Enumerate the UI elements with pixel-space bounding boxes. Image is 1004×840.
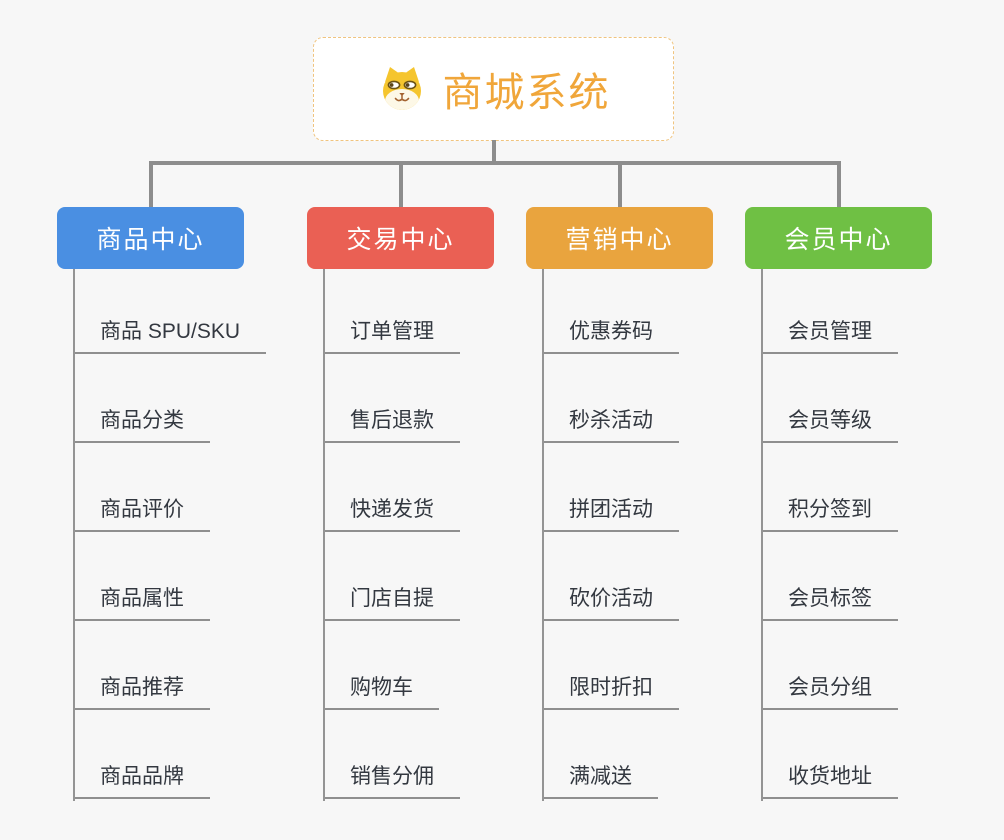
leaf-item: 售后退款 bbox=[323, 354, 460, 443]
leaf-item: 会员分组 bbox=[761, 621, 898, 710]
leaf-item: 商品推荐 bbox=[73, 621, 266, 710]
leaf-item-label-product-center-0[interactable]: 商品 SPU/SKU bbox=[73, 315, 267, 354]
leaf-item-label-marketing-center-0[interactable]: 优惠券码 bbox=[542, 315, 679, 354]
leaf-item: 销售分佣 bbox=[323, 710, 460, 799]
leaf-item-label-member-center-3[interactable]: 会员标签 bbox=[761, 582, 898, 621]
leaf-item-label-trade-center-3[interactable]: 门店自提 bbox=[323, 582, 460, 621]
leaf-item: 购物车 bbox=[323, 621, 460, 710]
connector-branch-drop-product-center bbox=[149, 163, 153, 208]
leaf-item: 拼团活动 bbox=[542, 443, 679, 532]
leaf-item-label-marketing-center-2[interactable]: 拼团活动 bbox=[542, 493, 679, 532]
connector-root-drop bbox=[492, 140, 496, 165]
connector-horizontal-bar bbox=[149, 161, 841, 165]
leaf-item: 商品 SPU/SKU bbox=[73, 265, 267, 354]
shiba-dog-icon bbox=[377, 64, 427, 114]
leaf-item-label-product-center-5[interactable]: 商品品牌 bbox=[73, 760, 210, 799]
leaf-item-label-trade-center-1[interactable]: 售后退款 bbox=[323, 404, 460, 443]
leaf-item-label-member-center-2[interactable]: 积分签到 bbox=[761, 493, 898, 532]
branch-header-trade-center[interactable]: 交易中心 bbox=[307, 207, 494, 269]
root-node[interactable]: 商城系统 bbox=[313, 37, 674, 141]
connector-branch-drop-trade-center bbox=[399, 163, 403, 208]
leaf-item: 满减送 bbox=[542, 710, 679, 799]
leaf-item-label-product-center-2[interactable]: 商品评价 bbox=[73, 493, 210, 532]
leaf-item-label-product-center-3[interactable]: 商品属性 bbox=[73, 582, 210, 621]
root-title: 商城系统 bbox=[442, 71, 611, 115]
connector-column-line-member-center bbox=[761, 269, 763, 801]
leaf-item: 积分签到 bbox=[761, 443, 898, 532]
leaf-item: 商品评价 bbox=[73, 443, 266, 532]
leaf-item: 收货地址 bbox=[761, 710, 898, 799]
leaf-item-label-marketing-center-5[interactable]: 满减送 bbox=[542, 760, 658, 799]
connector-branch-drop-marketing-center bbox=[618, 163, 622, 208]
branch-column-marketing-center: 优惠券码秒杀活动拼团活动砍价活动限时折扣满减送 bbox=[542, 265, 679, 801]
leaf-item: 优惠券码 bbox=[542, 265, 679, 354]
leaf-item-label-trade-center-0[interactable]: 订单管理 bbox=[323, 315, 460, 354]
leaf-item-label-member-center-4[interactable]: 会员分组 bbox=[761, 671, 898, 710]
leaf-item: 商品属性 bbox=[73, 532, 266, 621]
leaf-item-label-trade-center-5[interactable]: 销售分佣 bbox=[323, 760, 460, 799]
leaf-item-label-member-center-0[interactable]: 会员管理 bbox=[761, 315, 898, 354]
branch-column-product-center: 商品 SPU/SKU 商品分类商品评价商品属性商品推荐商品品牌 bbox=[73, 265, 267, 801]
branch-header-product-center[interactable]: 商品中心 bbox=[57, 207, 244, 269]
leaf-item: 会员管理 bbox=[761, 265, 898, 354]
connector-column-line-trade-center bbox=[323, 269, 325, 801]
leaf-item: 会员标签 bbox=[761, 532, 898, 621]
leaf-item: 门店自提 bbox=[323, 532, 460, 621]
leaf-item-label-member-center-5[interactable]: 收货地址 bbox=[761, 760, 898, 799]
branch-column-member-center: 会员管理会员等级积分签到会员标签会员分组收货地址 bbox=[761, 265, 898, 801]
leaf-item-label-marketing-center-3[interactable]: 砍价活动 bbox=[542, 582, 679, 621]
leaf-item: 砍价活动 bbox=[542, 532, 679, 621]
leaf-item-label-trade-center-2[interactable]: 快递发货 bbox=[323, 493, 460, 532]
leaf-item: 订单管理 bbox=[323, 265, 460, 354]
leaf-item: 限时折扣 bbox=[542, 621, 679, 710]
leaf-item-label-product-center-4[interactable]: 商品推荐 bbox=[73, 671, 210, 710]
leaf-item: 会员等级 bbox=[761, 354, 898, 443]
leaf-item-label-member-center-1[interactable]: 会员等级 bbox=[761, 404, 898, 443]
connector-column-line-product-center bbox=[73, 269, 75, 801]
branch-column-trade-center: 订单管理售后退款快递发货门店自提购物车销售分佣 bbox=[323, 265, 460, 801]
leaf-item-label-marketing-center-4[interactable]: 限时折扣 bbox=[542, 671, 679, 710]
leaf-item: 快递发货 bbox=[323, 443, 460, 532]
branch-header-marketing-center[interactable]: 营销中心 bbox=[526, 207, 713, 269]
leaf-item-label-trade-center-4[interactable]: 购物车 bbox=[323, 671, 439, 710]
connector-column-line-marketing-center bbox=[542, 269, 544, 801]
branch-header-member-center[interactable]: 会员中心 bbox=[745, 207, 932, 269]
leaf-item: 商品品牌 bbox=[73, 710, 266, 799]
leaf-item: 秒杀活动 bbox=[542, 354, 679, 443]
connector-branch-drop-member-center bbox=[837, 163, 841, 208]
leaf-item-label-product-center-1[interactable]: 商品分类 bbox=[73, 404, 210, 443]
leaf-item: 商品分类 bbox=[73, 354, 266, 443]
leaf-item-label-marketing-center-1[interactable]: 秒杀活动 bbox=[542, 404, 679, 443]
